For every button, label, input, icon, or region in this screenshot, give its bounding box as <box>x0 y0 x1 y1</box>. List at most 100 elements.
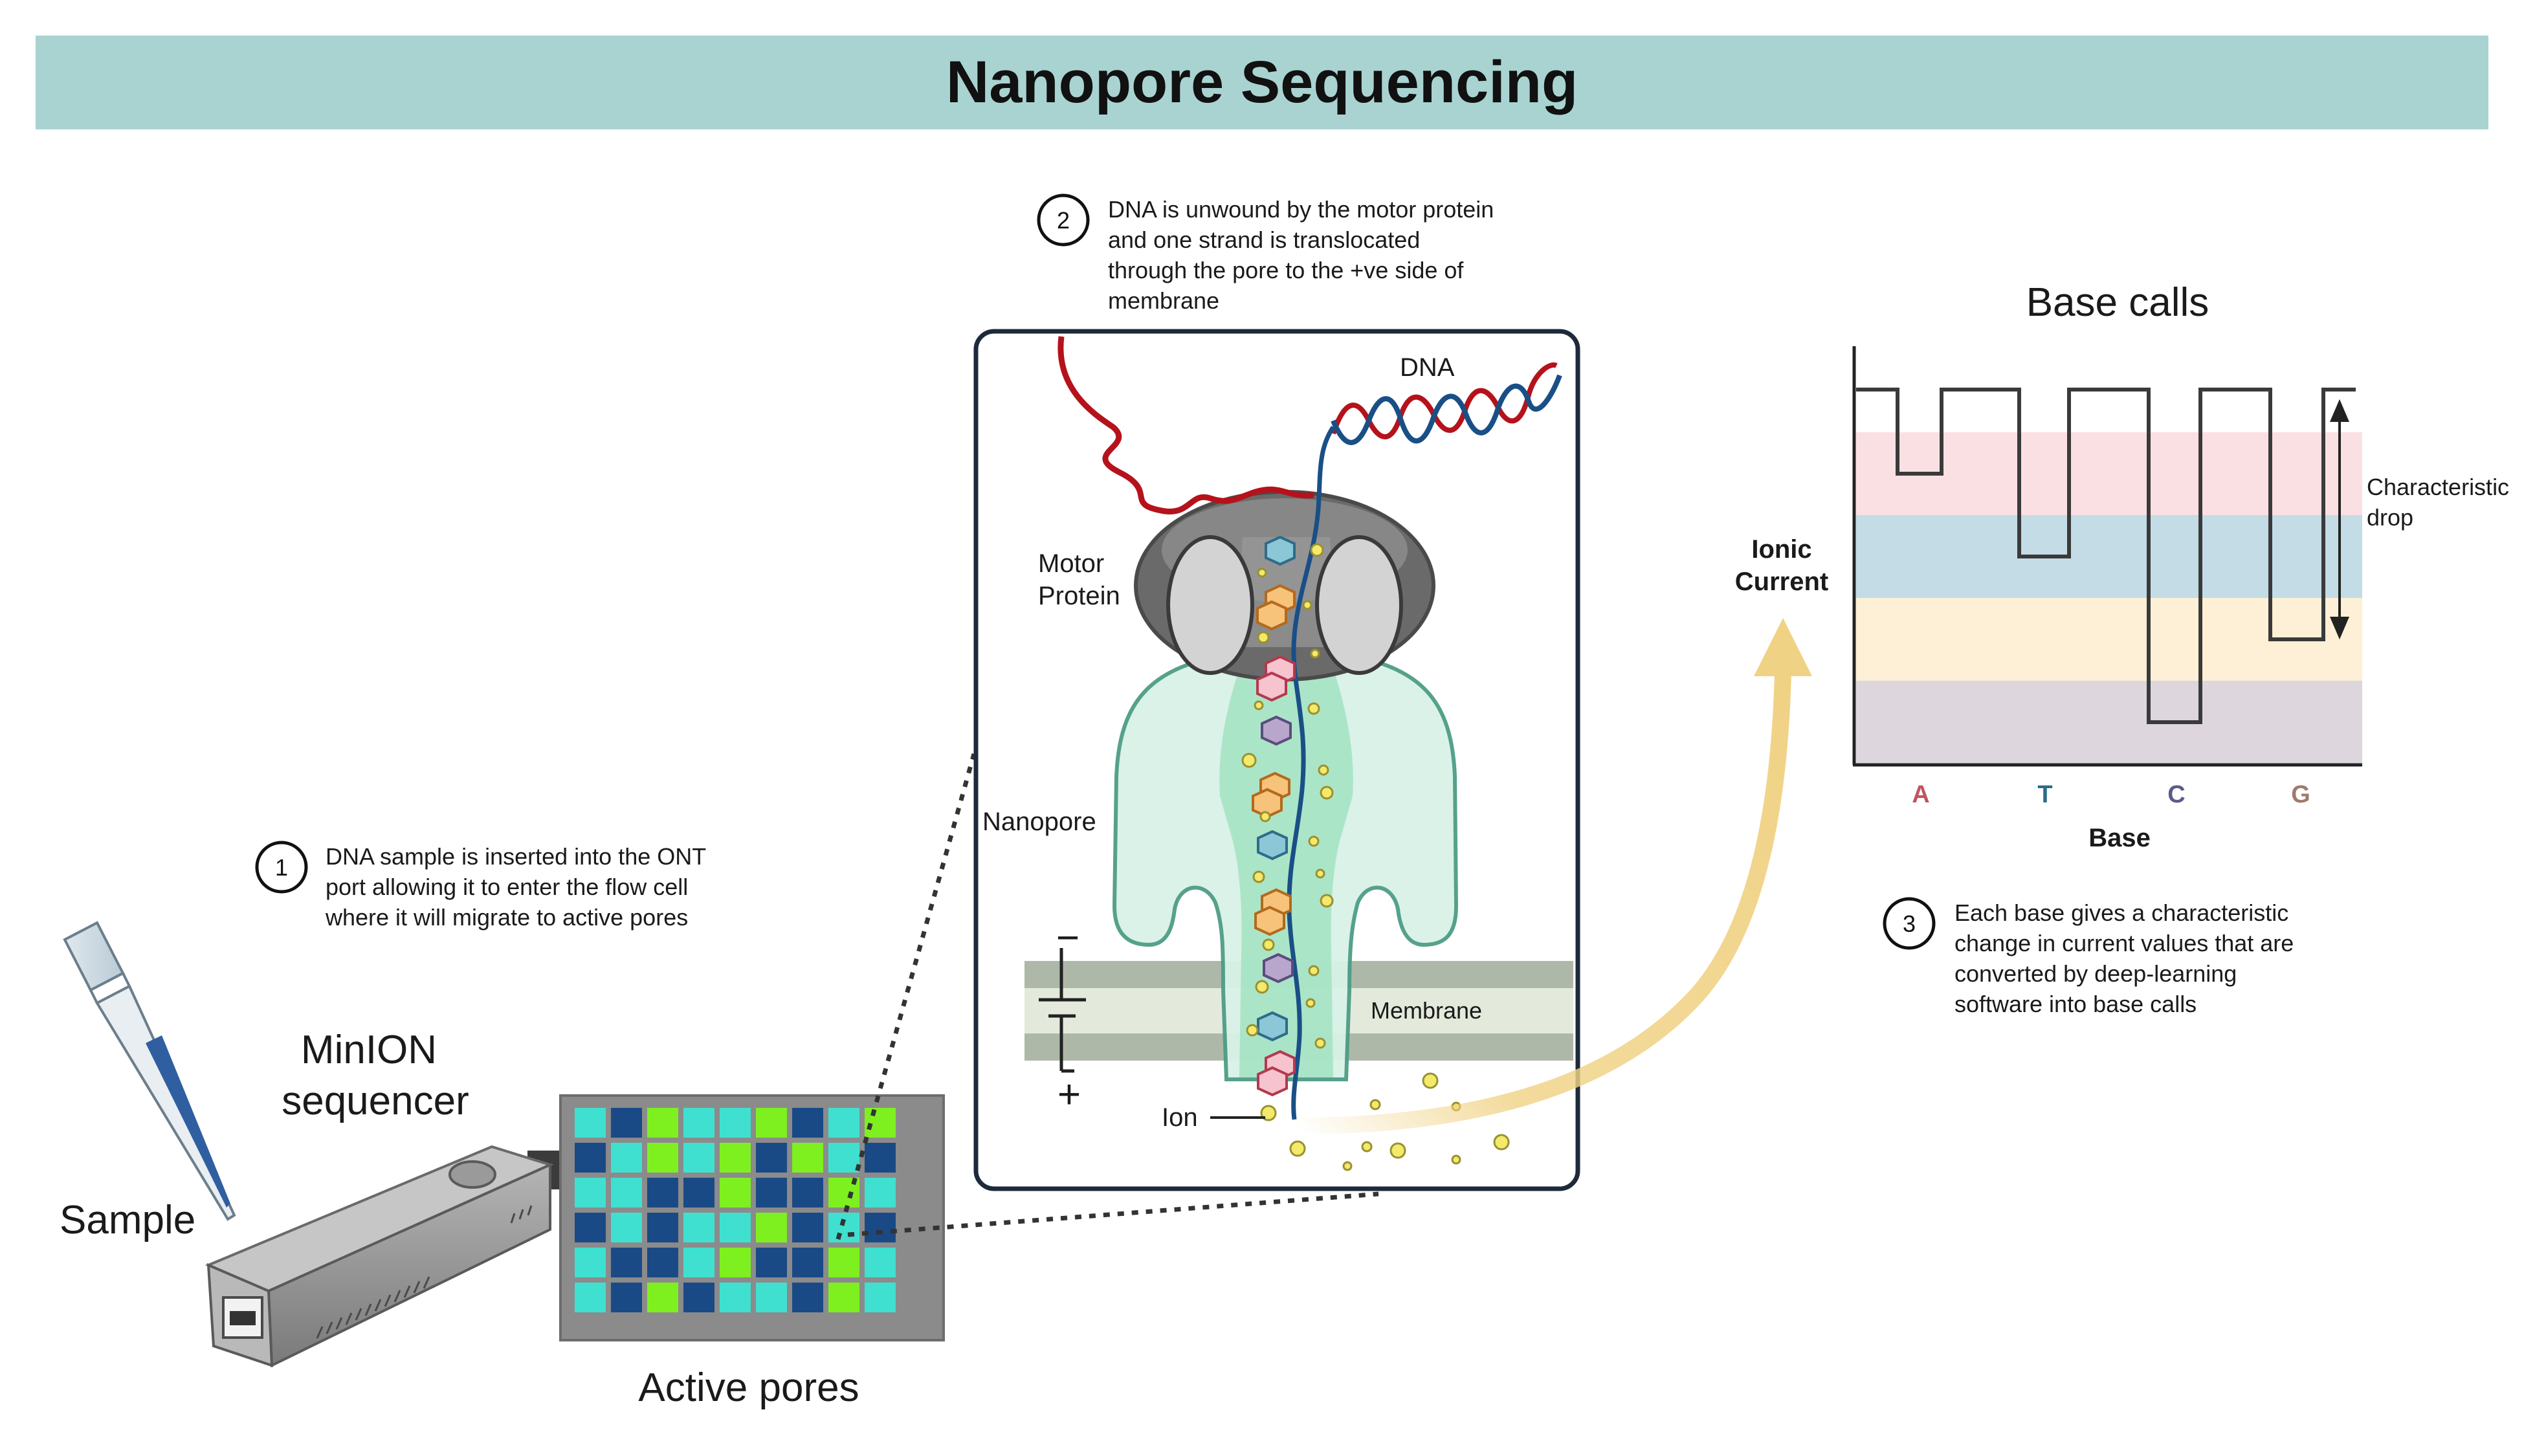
step-2-line-1: DNA is unwound by the motor protein <box>1108 196 1494 223</box>
chart-tick-a: A <box>1912 781 1929 808</box>
pore-cell <box>865 1143 896 1173</box>
pore-cell <box>720 1248 751 1277</box>
pore-cell <box>611 1213 642 1242</box>
minion-device <box>205 1145 560 1368</box>
pore-cell <box>720 1283 751 1312</box>
pore-cell <box>865 1108 896 1138</box>
step-3-line-1: Each base gives a characteristic <box>1954 899 2288 926</box>
pore-cell <box>865 1283 896 1312</box>
step-1-line-2: port allowing it to enter the flow cell <box>326 874 688 900</box>
pore-cell <box>575 1283 606 1312</box>
step-2-line-4: membrane <box>1108 287 1219 314</box>
dna-helix-blue <box>1331 374 1562 445</box>
pore-cell <box>720 1213 751 1242</box>
dna-blue-strand <box>1287 426 1335 1120</box>
step-1-line-3: where it will migrate to active pores <box>325 904 688 931</box>
page-title: Nanopore Sequencing <box>946 49 1578 115</box>
chart-title: Base calls <box>2026 280 2209 325</box>
ionic-current-trace <box>1856 388 2356 724</box>
pore-cell <box>575 1143 606 1173</box>
pore-cell <box>647 1248 678 1277</box>
motor-protein-label-line2: Protein <box>1038 582 1120 610</box>
step-2-line-2: and one strand is translocated <box>1108 226 1420 253</box>
step-3-line-2: change in current values that are <box>1954 930 2294 956</box>
pore-cell <box>792 1283 823 1312</box>
pore-cell <box>792 1213 823 1242</box>
pore-cell <box>792 1248 823 1277</box>
title-banner <box>36 36 2488 129</box>
chart-ylabel-line2: Current <box>1735 568 1828 596</box>
pore-cell <box>756 1248 787 1277</box>
pore-cell <box>647 1213 678 1242</box>
pore-cell <box>575 1178 606 1208</box>
pore-cell <box>828 1108 859 1138</box>
active-pores-grid <box>559 1094 945 1341</box>
zoom-line-lower <box>847 1191 1379 1237</box>
step-2-number: 2 <box>1057 207 1070 234</box>
step-3-line-4: software into base calls <box>1954 991 2197 1017</box>
pore-cell <box>756 1108 787 1138</box>
minus-sign: − <box>1056 916 1079 960</box>
pore-cell <box>720 1108 751 1138</box>
step-2-line-3: through the pore to the +ve side of <box>1108 257 1464 283</box>
motor-protein <box>1134 490 1435 681</box>
pore-cell <box>683 1143 714 1173</box>
pore-cell <box>647 1178 678 1208</box>
nucleotides <box>1252 535 1296 1097</box>
device-label-line2: sequencer <box>282 1079 469 1123</box>
step-2-callout: 2 DNA is unwound by the motor protein an… <box>1037 193 1494 314</box>
pore-cell <box>756 1213 787 1242</box>
pore-cell <box>647 1108 678 1138</box>
characteristic-drop-arrow <box>2329 399 2350 640</box>
base-calls-chart: Base calls Ionic Current Base A T C G Chara… <box>1735 280 2509 852</box>
pore-cell <box>828 1283 859 1312</box>
ion-label: Ion <box>1162 1103 1198 1132</box>
pore-cell <box>792 1178 823 1208</box>
step-1-line-1: DNA sample is inserted into the ONT <box>326 843 706 870</box>
plus-sign: + <box>1057 1072 1081 1117</box>
step-1-badge <box>255 841 308 894</box>
step-3-number: 3 <box>1903 910 1916 937</box>
pore-cell <box>611 1108 642 1138</box>
nanopore-label: Nanopore <box>982 808 1096 836</box>
pore-cell <box>647 1283 678 1312</box>
chart-tick-c: C <box>2167 781 2185 808</box>
dna-label: DNA <box>1400 353 1455 382</box>
pore-cell <box>792 1143 823 1173</box>
step-2-badge <box>1037 193 1090 247</box>
pore-cell <box>575 1108 606 1138</box>
pore-cell <box>611 1248 642 1277</box>
pore-cell <box>865 1178 896 1208</box>
chart-tick-t: T <box>2037 781 2052 808</box>
chart-band-c <box>1856 681 2362 764</box>
pore-cell <box>683 1178 714 1208</box>
pore-cell <box>683 1213 714 1242</box>
step-3-line-3: converted by deep-learning <box>1954 960 2237 987</box>
ions <box>1241 543 1510 1171</box>
pore-cell <box>683 1248 714 1277</box>
chart-xlabel: Base <box>2088 824 2151 852</box>
pore-cell <box>792 1108 823 1138</box>
step-1-number: 1 <box>275 854 288 881</box>
pore-cell <box>865 1213 896 1242</box>
pore-cell <box>611 1178 642 1208</box>
chart-level-bands <box>1856 432 2362 764</box>
signal-arrow <box>1286 618 1812 1134</box>
pore-cell <box>756 1283 787 1312</box>
step-1-callout: 1 DNA sample is inserted into the ONT po… <box>255 841 706 931</box>
dna-red-strand <box>1057 336 1314 514</box>
chart-ylabel-line1: Ionic <box>1751 535 1811 564</box>
active-pores-label: Active pores <box>638 1365 859 1410</box>
pore-cell <box>611 1143 642 1173</box>
chart-annotation-line2: drop <box>2367 504 2413 531</box>
pore-cell <box>683 1283 714 1312</box>
pore-cell <box>575 1213 606 1242</box>
sample-label: Sample <box>60 1198 195 1242</box>
chart-tick-g: G <box>2291 781 2310 808</box>
chart-annotation-line1: Characteristic <box>2367 474 2509 500</box>
pore-cell <box>720 1143 751 1173</box>
pore-cell <box>575 1248 606 1277</box>
pore-cell <box>683 1108 714 1138</box>
motor-protein-label-line1: Motor <box>1038 549 1104 578</box>
